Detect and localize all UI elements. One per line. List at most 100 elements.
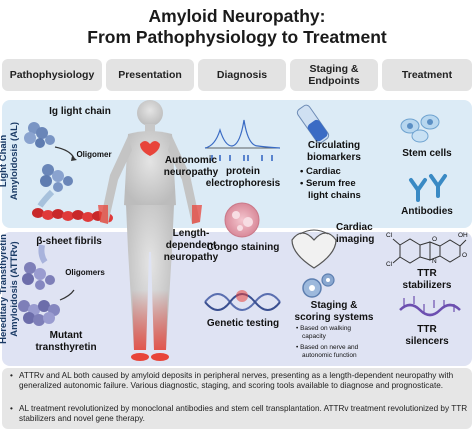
chem-atom-cl-bottom: Cl <box>386 261 393 268</box>
label-length-line-3: neuropathy <box>163 252 219 263</box>
chem-atom-o-carbonyl: O <box>462 252 468 259</box>
label-congo-staining: Congo staining <box>206 242 280 253</box>
bullet-serum-line-1: Serum free <box>305 178 356 189</box>
label-genetic-testing: Genetic testing <box>206 318 280 329</box>
label-cardiac-imaging: Cardiac imaging <box>336 222 380 246</box>
label-length-line-2: dependent <box>165 240 217 251</box>
footer-note-1-text: ATTRv and AL both caused by amyloid depo… <box>19 371 454 390</box>
label-ttr-stabilizers: TTR stabilizers <box>384 268 470 292</box>
congo-stain-icon <box>224 202 260 238</box>
footer-bullet-1: • <box>10 371 13 380</box>
label-scoring-line-2: scoring systems <box>294 312 374 323</box>
label-ig-light-chain: Ig light chain <box>49 106 111 117</box>
test-tube-icon <box>296 104 330 144</box>
chem-atom-oh: OH <box>458 232 468 239</box>
header-treatment: Treatment <box>382 59 472 91</box>
footer-bullet-2: • <box>10 404 13 413</box>
stem-cells-icon <box>400 114 440 143</box>
bullet-walking-line-2: capacity <box>302 333 326 340</box>
header-pathophysiology-label: Pathophysiology <box>9 69 95 81</box>
label-ttr-stab-line-1: TTR <box>417 268 437 279</box>
title-line-2: From Pathophysiology to Treatment <box>87 27 387 47</box>
bullet-nerve-line-1: Based on nerve and <box>300 344 359 351</box>
bullet-cardiac-text: Cardiac <box>305 166 341 177</box>
header-staging-line-2: Endpoints <box>308 75 360 87</box>
label-mutant-line-1: Mutant <box>49 330 83 341</box>
bullet-dot: • <box>300 166 304 177</box>
arrowhead-icon <box>71 156 77 161</box>
header-diagnosis: Diagnosis <box>198 59 286 91</box>
chem-atom-o-ring: O <box>432 236 438 243</box>
bullet-based-nerve: • Based on nerve and autonomic function <box>296 344 380 360</box>
header-presentation: Presentation <box>106 59 194 91</box>
bullet-walking-line-1: Based on walking <box>300 325 352 332</box>
header-diagnosis-label: Diagnosis <box>216 69 268 81</box>
arrow-to-oligomer <box>54 146 75 159</box>
label-beta-sheet-fibrils: β-sheet fibrils <box>36 236 102 247</box>
row-label-attr-line-2: Amyloidosis (ATTRv) <box>9 241 20 337</box>
footer-note-2: • AL treatment revolutionized by monoclo… <box>10 404 468 424</box>
label-autonomic-neuropathy: Autonomic neuropathy <box>160 155 222 179</box>
row-label-attr-line-1: Hereditary Transthyretin <box>0 234 9 344</box>
label-autonomic-line-2: neuropathy <box>163 167 219 178</box>
bullet-nerve-line-2: autonomic function <box>302 352 357 359</box>
label-oligomers: Oligomers <box>65 268 105 277</box>
bullet-dot: • <box>296 325 299 332</box>
header-staging-label: Staging &Endpoints <box>308 63 359 87</box>
label-circulating-biomarkers: Circulating biomarkers <box>290 140 378 164</box>
label-protein-line-2: electrophoresis <box>205 178 281 189</box>
label-ttr-stab-line-2: stabilizers <box>402 280 452 291</box>
label-ttr-sil-line-2: silencers <box>405 336 449 347</box>
arrow-to-oligomers <box>59 289 75 301</box>
row-label-attr: Hereditary Transthyretin Amyloidosis (AT… <box>0 222 20 356</box>
label-scoring-line-1: Staging & <box>310 300 358 311</box>
row-label-al: Light Chain Amyloidosis (AL) <box>0 106 20 216</box>
bullet-cardiac: • Cardiac <box>300 166 378 178</box>
header-staging-line-1: Staging & <box>309 63 359 75</box>
bullet-dot: • <box>296 344 299 351</box>
page-title: Amyloid Neuropathy: From Pathophysiology… <box>0 6 474 48</box>
label-length-line-1: Length- <box>172 228 210 239</box>
arrow-to-fibril-attr <box>38 244 48 264</box>
bullet-serum-line-2: light chains <box>308 189 361 201</box>
electrophoresis-icon <box>204 119 281 161</box>
row-label-al-line-2: Amyloidosis (AL) <box>9 121 20 201</box>
mutant-transthyretin-icon <box>18 300 60 326</box>
heart-icon <box>140 141 160 156</box>
antibodies-icon <box>409 174 447 202</box>
label-protein-line-1: protein <box>226 166 260 177</box>
chem-atom-n: N <box>432 258 437 265</box>
label-cardiac-imaging-line-2: imaging <box>336 234 375 245</box>
summary-footer: • ATTRv and AL both caused by amyloid de… <box>2 368 472 429</box>
label-antibodies: Antibodies <box>401 206 453 217</box>
footer-note-1: • ATTRv and AL both caused by amyloid de… <box>10 371 468 391</box>
label-circulating-line-2: biomarkers <box>307 152 361 163</box>
label-mutant-line-2: transthyretin <box>35 342 97 353</box>
ttr-silencer-rna-icon <box>399 296 461 317</box>
header-staging: Staging &Endpoints <box>290 59 378 91</box>
label-protein-electrophoresis: protein electrophoresis <box>200 166 286 190</box>
arrow-to-fibril-al <box>37 189 55 208</box>
header-presentation-label: Presentation <box>118 69 182 81</box>
ttr-stabilizer-molecule-icon <box>392 238 467 264</box>
label-mutant-transthyretin: Mutant transthyretin <box>26 330 106 354</box>
chem-atom-cl-top: Cl <box>386 232 393 239</box>
label-stem-cells: Stem cells <box>402 148 452 159</box>
scoring-gears-icon <box>302 273 335 298</box>
label-length-dependent-neuropathy: Length- dependent neuropathy <box>160 228 222 264</box>
attr-oligomer-icon <box>22 262 55 290</box>
label-ttr-silencers: TTR silencers <box>384 324 470 348</box>
header-treatment-label: Treatment <box>401 69 453 81</box>
human-body-figure <box>98 100 202 361</box>
label-oligomer: Oligomer <box>76 150 112 159</box>
label-circulating-line-1: Circulating <box>307 140 361 151</box>
footer-note-2-text: AL treatment revolutionized by monoclona… <box>19 404 468 423</box>
label-staging-scoring-systems: Staging & scoring systems <box>290 300 378 324</box>
cardiac-heart-icon <box>291 229 337 269</box>
label-cardiac-imaging-line-1: Cardiac <box>336 222 373 233</box>
bullet-dot: • <box>300 178 304 189</box>
title-line-1: Amyloid Neuropathy: <box>148 6 326 26</box>
label-autonomic-line-1: Autonomic <box>164 155 218 166</box>
header-pathophysiology: Pathophysiology <box>2 59 102 91</box>
